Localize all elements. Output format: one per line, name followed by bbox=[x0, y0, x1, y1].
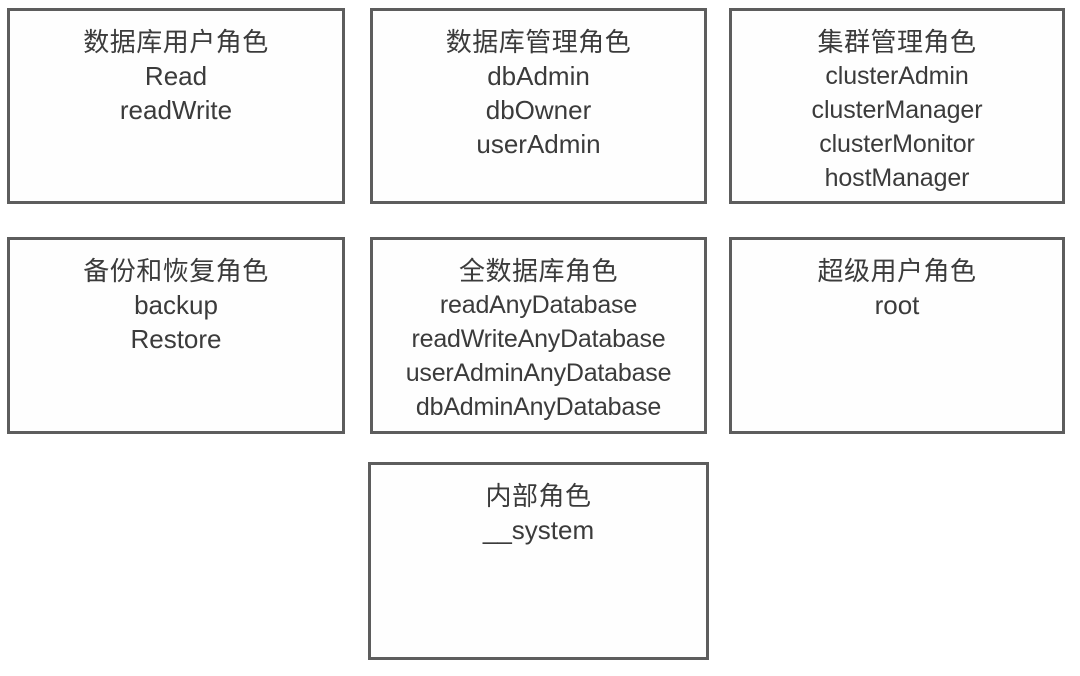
role-item: userAdmin bbox=[476, 129, 601, 159]
role-group-title: 数据库管理角色 bbox=[445, 27, 632, 57]
role-item: Read bbox=[144, 61, 208, 91]
role-group-title: 内部角色 bbox=[485, 481, 592, 511]
role-item: readWriteAnyDatabase bbox=[411, 325, 666, 353]
role-group-content: 备份和恢复角色 backup Restore bbox=[10, 254, 342, 356]
role-group-content: 超级用户角色 root bbox=[732, 254, 1062, 322]
role-group-box-internal-roles: 内部角色 __system bbox=[368, 462, 709, 660]
role-group-title: 超级用户角色 bbox=[817, 256, 977, 286]
role-group-box-superuser-roles: 超级用户角色 root bbox=[729, 237, 1065, 434]
role-item: dbAdmin bbox=[487, 61, 590, 91]
role-item: __system bbox=[482, 515, 595, 545]
role-item: dbOwner bbox=[485, 95, 592, 125]
role-group-box-database-user-roles: 数据库用户角色 Read readWrite bbox=[7, 8, 345, 204]
role-group-content: 全数据库角色 readAnyDatabase readWriteAnyDatab… bbox=[373, 254, 704, 424]
role-group-title: 全数据库角色 bbox=[458, 256, 618, 286]
role-group-box-all-database-roles: 全数据库角色 readAnyDatabase readWriteAnyDatab… bbox=[370, 237, 707, 434]
role-group-box-database-admin-roles: 数据库管理角色 dbAdmin dbOwner userAdmin bbox=[370, 8, 707, 204]
role-item: dbAdminAnyDatabase bbox=[415, 393, 662, 421]
role-item: Restore bbox=[130, 324, 222, 354]
role-group-content: 集群管理角色 clusterAdmin clusterManager clust… bbox=[732, 25, 1062, 195]
role-item: clusterMonitor bbox=[819, 130, 975, 158]
role-item: clusterAdmin bbox=[825, 62, 969, 90]
role-item: root bbox=[874, 290, 920, 320]
role-group-content: 数据库用户角色 Read readWrite bbox=[10, 25, 342, 127]
role-item: userAdminAnyDatabase bbox=[405, 359, 672, 387]
role-group-box-backup-restore-roles: 备份和恢复角色 backup Restore bbox=[7, 237, 345, 434]
role-group-title: 备份和恢复角色 bbox=[83, 256, 269, 286]
role-group-content: 内部角色 __system bbox=[371, 479, 706, 547]
role-group-title: 数据库用户角色 bbox=[83, 27, 269, 57]
role-item: hostManager bbox=[824, 164, 970, 192]
role-item: readAnyDatabase bbox=[439, 291, 638, 319]
role-item: backup bbox=[134, 290, 218, 320]
role-group-content: 数据库管理角色 dbAdmin dbOwner userAdmin bbox=[373, 25, 704, 161]
role-group-box-cluster-admin-roles: 集群管理角色 clusterAdmin clusterManager clust… bbox=[729, 8, 1065, 204]
role-item: readWrite bbox=[119, 95, 233, 125]
role-group-title: 集群管理角色 bbox=[817, 27, 977, 57]
role-item: clusterManager bbox=[811, 96, 983, 124]
